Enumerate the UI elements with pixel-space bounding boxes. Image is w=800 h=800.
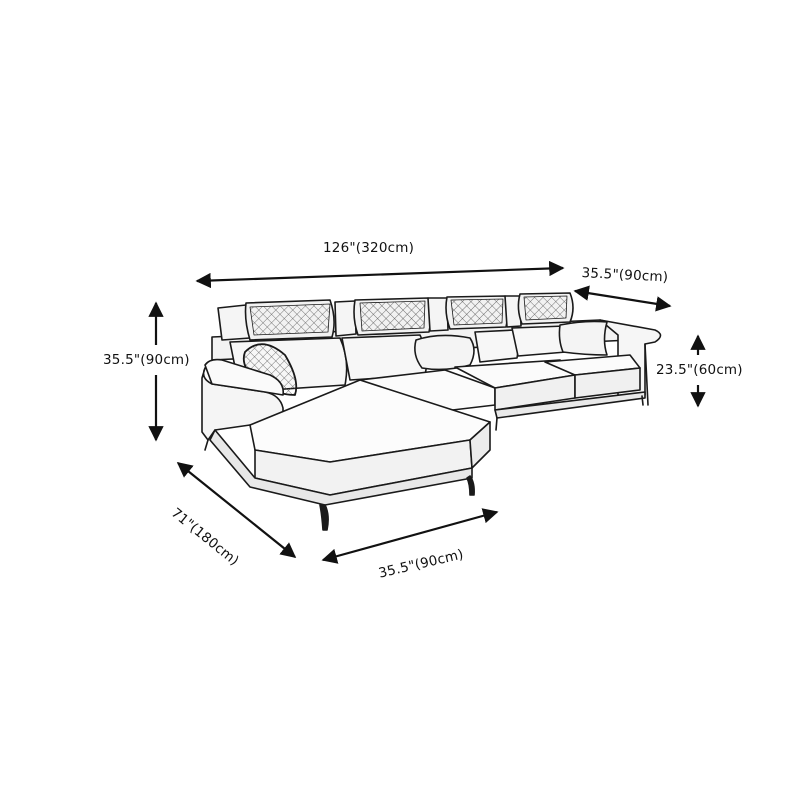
total-width-label: 126"(320cm) (323, 240, 415, 256)
dimension-arrows (148, 260, 706, 564)
overall-height-label: 35.5"(90cm) (103, 352, 190, 368)
depth-arrow (573, 285, 672, 312)
chaise-width-arrow (321, 508, 499, 564)
chaise-length-arrow (176, 462, 297, 558)
arm-height-label: 23.5"(60cm) (656, 362, 743, 378)
sofa-illustration (201, 292, 662, 531)
width-arrow (195, 260, 565, 289)
